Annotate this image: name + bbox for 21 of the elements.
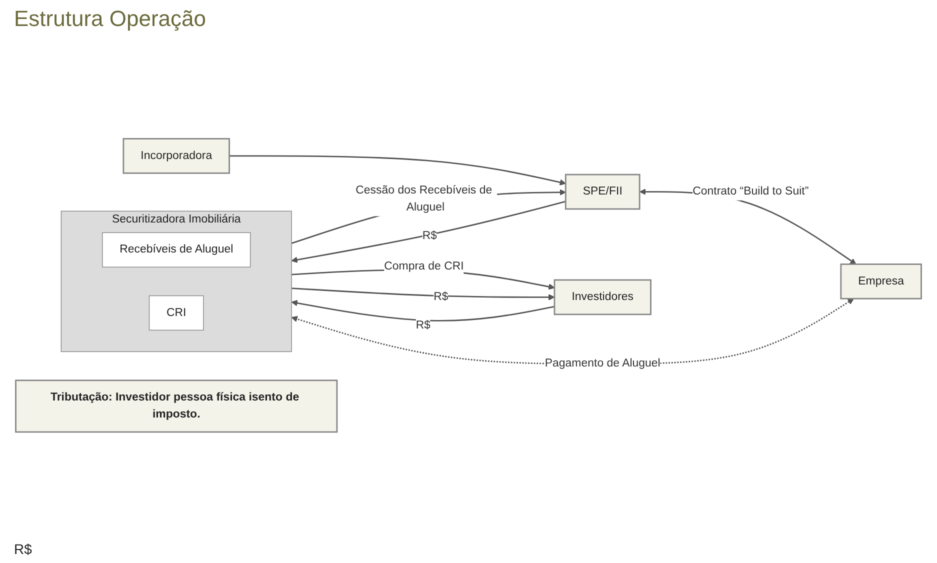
node-box: Investidores bbox=[554, 278, 652, 315]
edge-label: R$ bbox=[416, 318, 431, 331]
edge-label: R$ bbox=[434, 290, 448, 303]
edge-label: Cessão dos Recebíveis de Aluguel bbox=[356, 184, 492, 214]
arrow bbox=[291, 300, 555, 322]
edge-label: Contrato “Build to Suit” bbox=[692, 184, 809, 198]
arrow bbox=[291, 298, 854, 364]
node-box: Recebíveis de Aluguel bbox=[102, 232, 251, 268]
edge-label: Pagamento de Aluguel bbox=[544, 357, 660, 370]
node-box: SPE/FII bbox=[564, 174, 640, 210]
edge-label: Compra de CRI bbox=[384, 260, 464, 272]
node-box: Empresa bbox=[840, 263, 922, 299]
arrow bbox=[292, 287, 555, 300]
diagram-title: Estrutura Operação bbox=[14, 6, 206, 32]
note-text: R$ bbox=[14, 541, 32, 557]
edge-label: R$ bbox=[422, 229, 438, 242]
arrow bbox=[291, 200, 566, 263]
arrow bbox=[229, 154, 566, 186]
node-box: CRI bbox=[148, 295, 204, 330]
node-box: Incorporadora bbox=[122, 138, 230, 174]
node-box: Tributação: Investidor pessoa física isento de imposto. bbox=[15, 379, 338, 432]
